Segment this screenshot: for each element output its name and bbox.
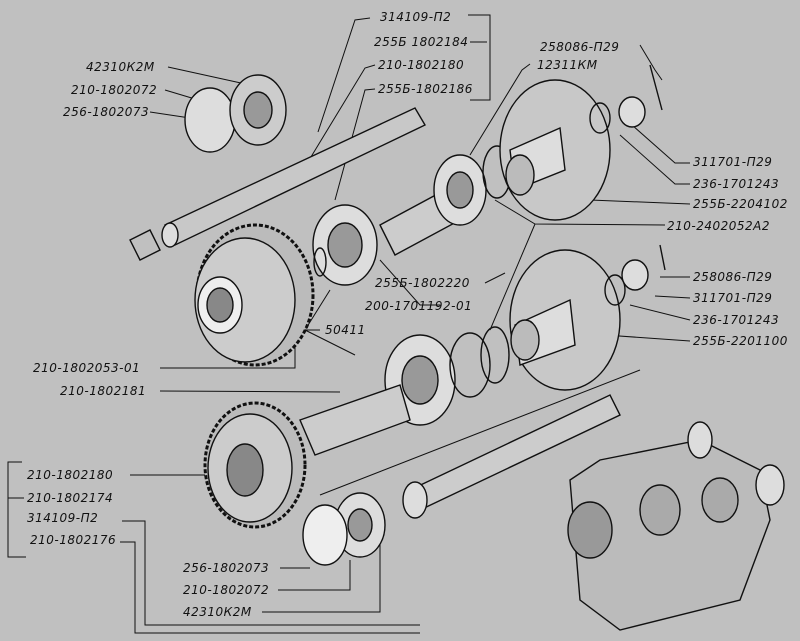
part-label: 256-1802073 [63, 105, 150, 119]
part-label: 255Б-1802186 [378, 82, 473, 96]
part-label: 210-1802176 [30, 533, 117, 547]
part-label: 210-2402052А2 [667, 219, 771, 233]
part-label: 311701-П29 [693, 291, 773, 305]
part-label: 255Б 1802184 [374, 35, 469, 49]
bearing-middle-lower [299, 326, 510, 456]
part-label: 200-1701192-01 [365, 299, 473, 313]
part-label: 258086-П29 [540, 40, 620, 54]
part-label: 210-1802053-01 [33, 361, 141, 375]
part-label: 236-1701243 [693, 313, 780, 327]
part-label: 210-1802180 [378, 58, 465, 72]
part-label: 210-1802174 [27, 491, 114, 505]
part-label: 210-1802181 [60, 384, 147, 398]
transfer-case-assembly [567, 421, 785, 631]
part-label: 42310К2М [86, 60, 155, 74]
intermediate-shaft [312, 145, 512, 286]
flange-lower [509, 244, 666, 391]
flange-upper [499, 64, 663, 221]
part-label: 314109-П2 [380, 10, 452, 24]
part-label: 256-1802073 [183, 561, 270, 575]
part-label: 12311КМ [537, 58, 598, 72]
part-label: 255Б-1802220 [375, 276, 470, 290]
part-label: 210-1802180 [27, 468, 114, 482]
part-label: 210-1802072 [71, 83, 158, 97]
gear-upper [194, 223, 315, 367]
part-label: 314109-П2 [27, 511, 99, 525]
part-label: 255Б-2201100 [693, 334, 788, 348]
part-label: 236-1701243 [693, 177, 780, 191]
part-label: 50411 [325, 323, 366, 337]
part-label: 210-1802072 [183, 583, 270, 597]
part-label: 255Б-2204102 [693, 197, 788, 211]
input-shaft-top [129, 107, 426, 261]
part-label: 258086-П29 [693, 270, 773, 284]
bearing-top-left [184, 74, 287, 153]
part-label: 311701-П29 [693, 155, 773, 169]
part-label: 42310К2М [183, 605, 252, 619]
output-shaft-lower [302, 394, 621, 566]
gear-lower [203, 401, 307, 529]
